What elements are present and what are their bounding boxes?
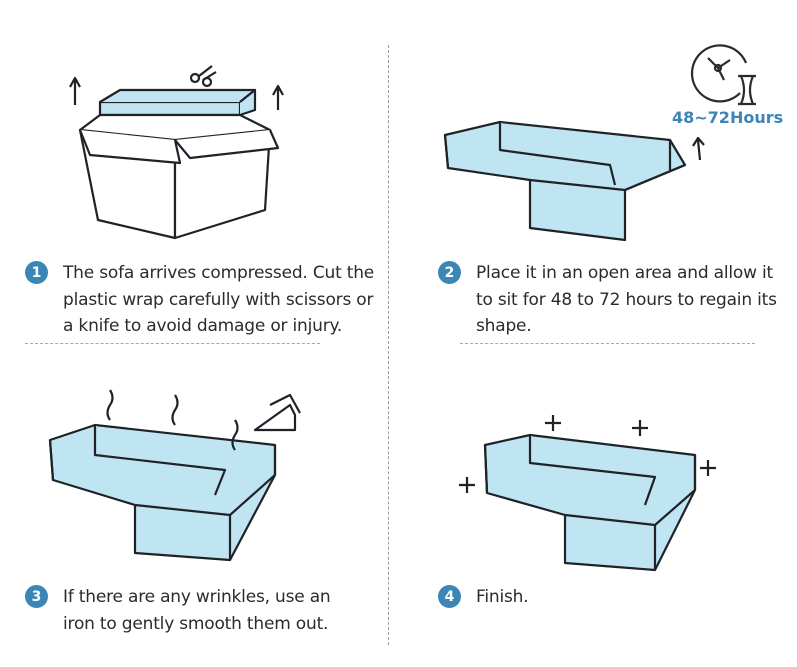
step-text: The sofa arrives compressed. Cut the pla… [63, 263, 375, 336]
step-3: 3 If there are any wrinkles, use an iron… [25, 584, 355, 637]
iron-icon [253, 393, 301, 432]
step-text: If there are any wrinkles, use an iron t… [63, 587, 331, 634]
vertical-divider [388, 45, 389, 645]
step-2: 2 Place it in an open area and allow it … [438, 260, 778, 340]
compressed-sofa-box-illustration [69, 65, 284, 240]
timer-label: 48~72Hours [672, 108, 784, 127]
horizontal-divider-right [460, 343, 755, 344]
sparkle-icon [459, 415, 716, 493]
step-4: 4 Finish. [438, 584, 738, 611]
step-text: Finish. [476, 587, 529, 607]
finished-sofa-illustration [459, 415, 716, 572]
step-number-badge: 2 [438, 261, 461, 284]
step-number-badge: 4 [438, 585, 461, 608]
step-number-badge: 3 [25, 585, 48, 608]
step-number-badge: 1 [25, 261, 48, 284]
step-1: 1 The sofa arrives compressed. Cut the p… [25, 260, 375, 340]
sofa-ironing-illustration [48, 389, 301, 562]
clock-hourglass-icon [690, 44, 756, 106]
step-text: Place it in an open area and allow it to… [476, 263, 777, 336]
scissors-icon [189, 65, 217, 88]
horizontal-divider-left [25, 343, 320, 344]
expanding-sofa-illustration [443, 120, 705, 242]
